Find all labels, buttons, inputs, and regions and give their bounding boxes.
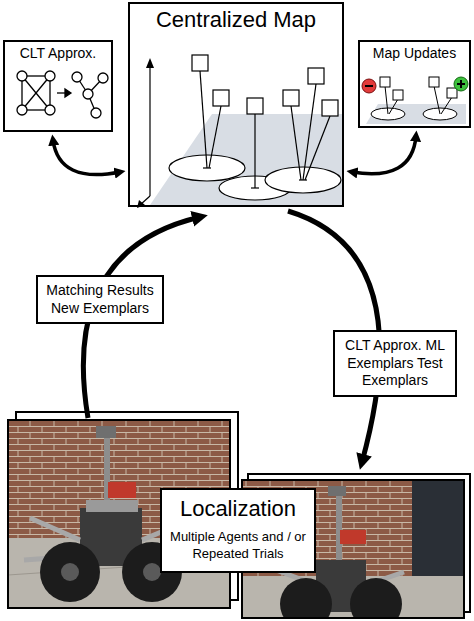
map-illustration: [150, 114, 342, 205]
map-illustration: [213, 90, 229, 106]
map-illustration: [308, 68, 324, 84]
flow-arrow: [53, 140, 120, 175]
graph-icon: [45, 71, 55, 81]
map-illustration: [209, 106, 221, 168]
robot-photo: [86, 500, 138, 512]
robot-photo: [61, 563, 79, 581]
robot-photo: [336, 494, 342, 564]
flow-arrow: [352, 136, 416, 174]
graph-icon: [22, 76, 50, 110]
node-title: Map Updates: [360, 45, 469, 61]
map-illustration: [149, 66, 150, 196]
update-icon: [389, 99, 398, 114]
map-illustration: [200, 71, 207, 168]
graph-icon: [17, 71, 108, 118]
update-icon: [393, 90, 403, 100]
robot-photo: [280, 578, 332, 618]
node-title: CLT Approx.: [5, 45, 111, 61]
localization-group: LocalizationMultiple Agents and / or Rep…: [6, 418, 468, 618]
map-illustration: [303, 84, 316, 180]
graph-icon: [98, 73, 108, 83]
update-icon: [429, 77, 439, 87]
node-body: Multiple Agents and / or Repeated Trials: [170, 529, 306, 563]
map-illustration: [305, 116, 330, 180]
label-panel: LocalizationMultiple Agents and / or Rep…: [160, 488, 316, 573]
robot-photo: [108, 482, 136, 498]
map-illustration: [137, 55, 342, 208]
graph-icon: [83, 89, 93, 99]
robot-photo: [412, 480, 464, 576]
map-illustration: [247, 98, 263, 114]
node-title: Centralized Map: [130, 7, 342, 32]
map-illustration: [192, 55, 208, 71]
map-illustration: [203, 167, 211, 168]
map-panel: Centralized Map: [128, 2, 344, 207]
update-icon: [365, 85, 373, 87]
graph-icon: [72, 72, 82, 82]
update-icon: [362, 79, 376, 93]
update-icon: [366, 104, 466, 124]
graph-icon: [65, 89, 71, 97]
edge-label: Matching Results New Exemplars: [36, 275, 164, 324]
update-icon: [362, 77, 468, 124]
robot-photo: [143, 563, 161, 581]
robot-photo: [40, 542, 100, 602]
process-box: Map Updates: [358, 40, 471, 128]
edge-label: CLT Approx. ML Exemplars Test Exemplars: [333, 330, 457, 397]
graph-icon: [22, 76, 50, 110]
robot-photo: [30, 518, 80, 540]
update-icon: [385, 86, 452, 114]
robot-photo: [350, 578, 402, 618]
update-icon: [380, 77, 390, 87]
update-icon: [454, 77, 468, 91]
robot-photo: [96, 426, 116, 438]
graph-icon: [17, 71, 27, 81]
robot-photo: [328, 486, 346, 496]
update-icon: [434, 86, 440, 114]
update-icon: [447, 88, 457, 98]
map-illustration: [254, 114, 255, 188]
process-box: CLT Approx.: [3, 40, 113, 132]
graph-icon: [91, 108, 101, 118]
map-illustration: [192, 55, 338, 116]
map-illustration: [291, 106, 301, 180]
map-illustration: [265, 167, 341, 193]
map-illustration: [169, 155, 245, 181]
update-icon: [385, 86, 388, 114]
node-title: Localization: [170, 496, 306, 521]
map-illustration: [146, 58, 154, 68]
graph-icon: [45, 105, 55, 115]
map-illustration: [322, 100, 338, 116]
map-illustration: [283, 90, 299, 106]
update-icon: [460, 80, 462, 88]
update-icon: [441, 97, 452, 114]
map-illustration: [251, 187, 259, 188]
graph-icon: [17, 71, 108, 118]
update-icon: [380, 77, 457, 100]
graph-icon: [17, 105, 27, 115]
robot-photo: [340, 530, 366, 544]
map-illustration: [299, 179, 307, 180]
map-illustration: [200, 71, 330, 188]
